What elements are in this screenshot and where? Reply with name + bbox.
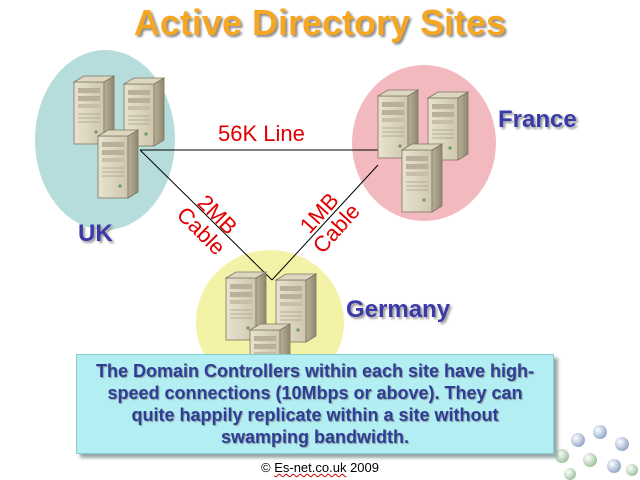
- copyright-prefix: ©: [260, 460, 275, 475]
- uk-server-icon: [97, 129, 139, 199]
- decorative-dots: [555, 425, 638, 480]
- copyright-notice: © Es-net.co.uk 2009: [0, 460, 640, 475]
- copyright-site: Es-net.co.uk: [274, 460, 347, 475]
- slide-title: Active Directory Sites: [133, 2, 507, 43]
- germany-label: Germany: [346, 296, 451, 323]
- uk-germany-link: [139, 149, 273, 281]
- caption-box: The Domain Controllers within each site …: [76, 354, 554, 454]
- caption-text: The Domain Controllers within each site …: [95, 361, 535, 447]
- france-germany-link: [271, 164, 379, 281]
- copyright-year: 2009: [346, 460, 379, 475]
- france-label: France: [498, 106, 577, 133]
- uk-label: UK: [78, 220, 113, 247]
- france-server-icon: [401, 143, 443, 213]
- uk-france-link-label: 56K Line: [218, 121, 305, 146]
